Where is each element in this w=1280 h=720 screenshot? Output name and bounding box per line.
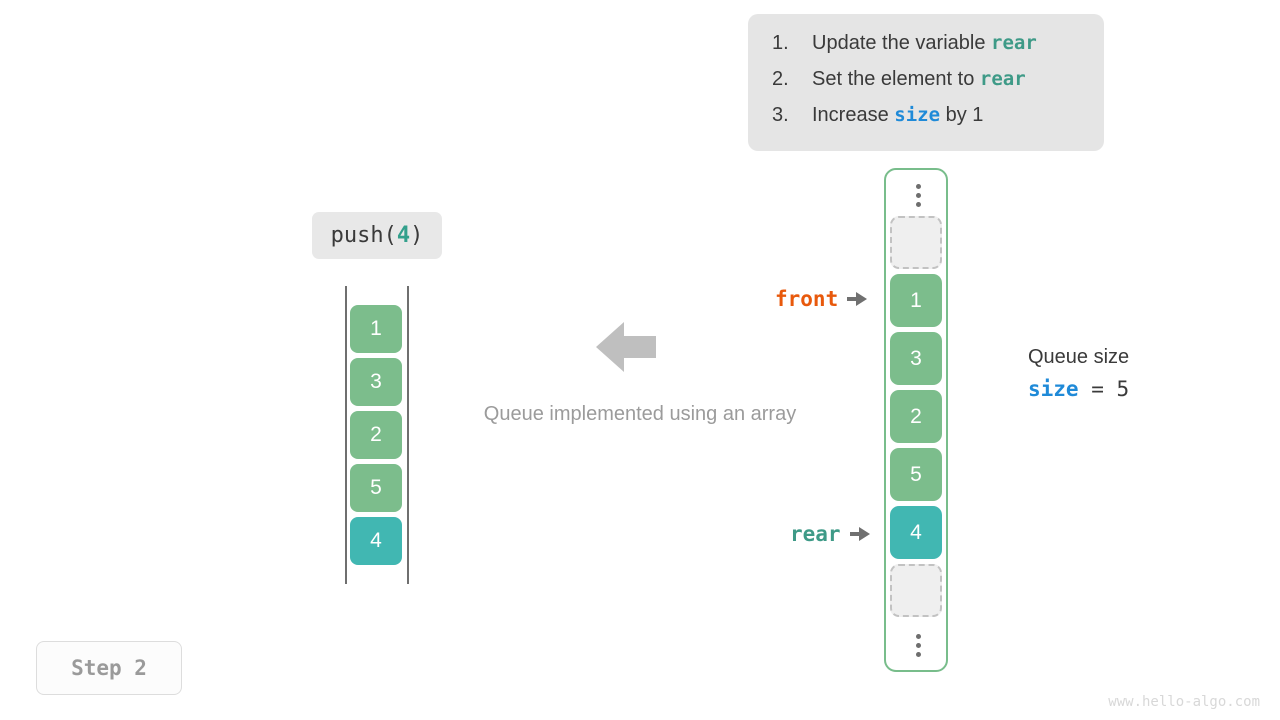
memory-cell: 5: [890, 448, 942, 501]
instruction-step-3-token: size: [894, 104, 941, 126]
memory-cell: 1: [890, 274, 942, 327]
logical-queue-cells: 1 3 2 5 4: [350, 305, 402, 570]
queue-cell: 2: [350, 411, 402, 459]
queue-size-equals: =: [1078, 377, 1117, 401]
rear-pointer: rear: [790, 522, 870, 546]
memory-cell-empty: [890, 216, 942, 269]
operation-close-paren: ): [410, 223, 424, 248]
queue-size-title: Queue size: [1028, 346, 1130, 368]
rear-pointer-label: rear: [790, 522, 841, 546]
memory-cell: 2: [890, 390, 942, 443]
vertical-ellipsis-icon: [886, 172, 950, 218]
array-bracket-left: [345, 286, 347, 584]
vertical-ellipsis-icon: [886, 622, 950, 668]
operation-label: push(4): [312, 212, 442, 259]
instruction-step-2-number: 2.: [772, 68, 789, 90]
logical-queue-array: 1 3 2 5 4: [345, 286, 409, 584]
operation-argument: 4: [396, 223, 411, 248]
memory-cells: 1 3 2 5 4: [890, 216, 942, 622]
arrow-right-icon: [849, 522, 870, 546]
instruction-step-2-pre: Set the element to: [812, 68, 980, 90]
diagram-caption: Queue implemented using an array: [483, 403, 797, 425]
queue-cell: 4: [350, 517, 402, 565]
queue-size-value: 5: [1116, 377, 1130, 401]
queue-cell: 1: [350, 305, 402, 353]
instruction-step-1-text: Update the variable rear: [812, 32, 1037, 55]
memory-cell-empty: [890, 564, 942, 617]
memory-array-container: 1 3 2 5 4: [884, 168, 948, 672]
instruction-step-3-pre: Increase: [812, 104, 895, 126]
queue-cell: 3: [350, 358, 402, 406]
watermark: www.hello-algo.com: [1108, 694, 1260, 710]
instruction-step-2: 2. Set the element to rear: [748, 68, 1104, 104]
memory-cell: 3: [890, 332, 942, 385]
instruction-step-1-number: 1.: [772, 32, 789, 54]
instruction-step-3-post: by 1: [940, 104, 984, 126]
instruction-step-3-text: Increase size by 1: [812, 104, 983, 127]
instruction-step-2-token: rear: [979, 68, 1026, 90]
operation-name: push(: [330, 223, 397, 248]
arrow-right-icon: [847, 287, 868, 311]
queue-size-readout: Queue size size = 5: [1028, 343, 1129, 401]
instruction-step-3-number: 3.: [772, 104, 789, 126]
front-pointer-label: front: [775, 287, 839, 311]
instruction-panel: 1. Update the variable rear 2. Set the e…: [748, 14, 1104, 151]
arrow-left-icon: [596, 320, 656, 374]
instruction-step-1-token: rear: [991, 32, 1037, 54]
array-bracket-right: [407, 286, 409, 584]
queue-size-variable: size: [1028, 377, 1079, 401]
queue-cell: 5: [350, 464, 402, 512]
step-badge: Step 2: [36, 641, 182, 695]
memory-cell: 4: [890, 506, 942, 559]
instruction-step-1: 1. Update the variable rear: [748, 32, 1104, 68]
instruction-step-1-pre: Update the variable: [812, 32, 992, 54]
instruction-step-2-text: Set the element to rear: [812, 68, 1026, 91]
front-pointer: front: [775, 287, 868, 311]
queue-size-expression: size = 5: [1028, 377, 1129, 401]
instruction-step-3: 3. Increase size by 1: [748, 104, 1104, 140]
